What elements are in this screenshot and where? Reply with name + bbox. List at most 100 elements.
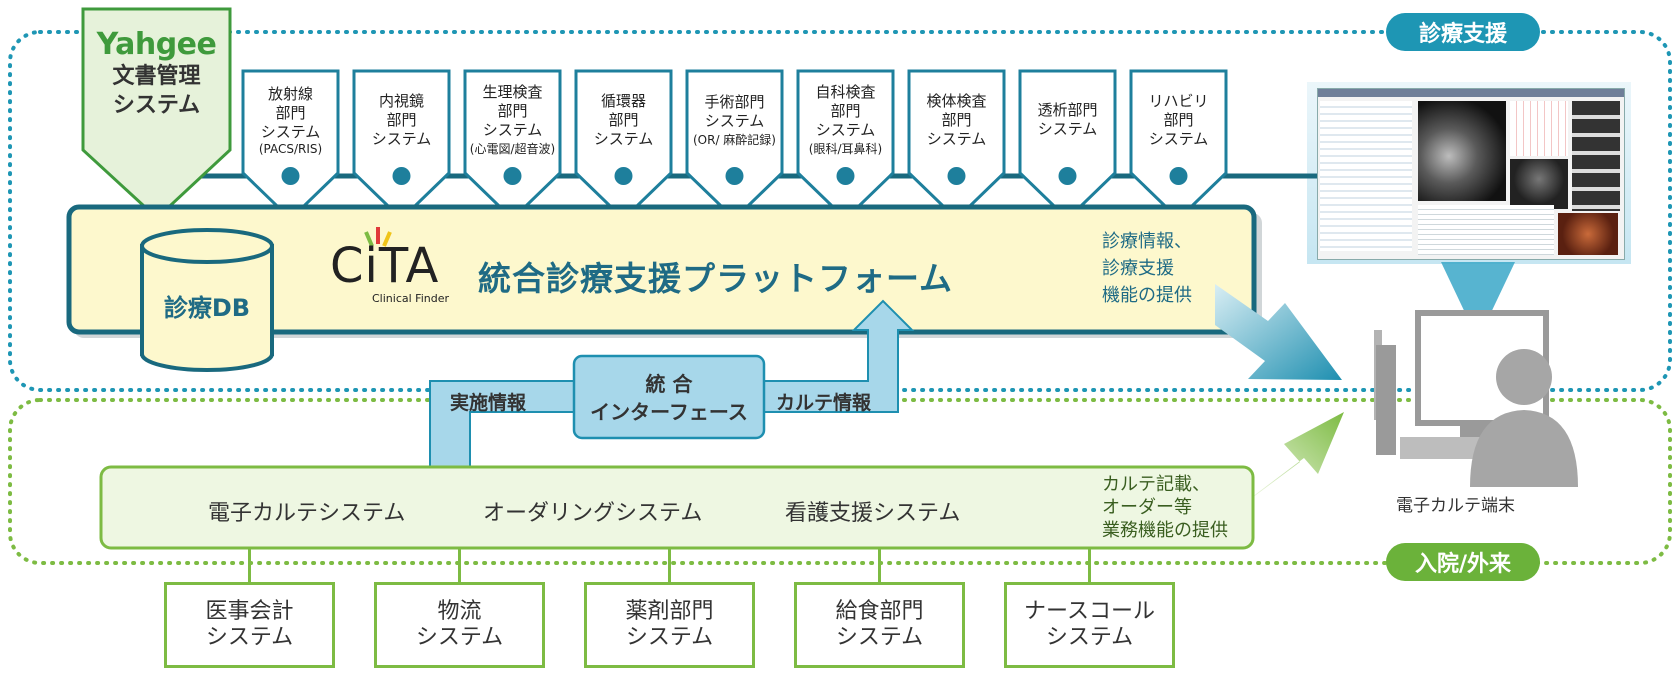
- sub-system-label-line: システム: [625, 625, 714, 650]
- department-label-line: 部門: [497, 102, 528, 120]
- department-label-line: 検体検査: [926, 91, 987, 110]
- blue-arrow-to-terminal: [1215, 284, 1342, 380]
- department-connector-dot: [281, 167, 300, 185]
- department-label-line: 放射線: [267, 84, 313, 103]
- ehr-screenshot-list: [1320, 101, 1412, 251]
- department-label-line: 循環器: [600, 91, 646, 110]
- department-pentagon: [352, 69, 451, 222]
- chart-info-label: カルテ情報: [776, 392, 872, 414]
- sub-system-label-line: システム: [835, 625, 924, 650]
- yahgee-title-line2: システム: [112, 93, 201, 118]
- sub-system-box: 給食部門システム: [794, 582, 965, 668]
- core-note-3: 業務機能の提供: [1102, 520, 1228, 541]
- support-region-label: 診療支援: [1418, 22, 1507, 47]
- department-label-sub: (PACS/RIS): [258, 141, 323, 156]
- department-label-sub: (OR/ 麻酔記録): [692, 132, 776, 147]
- yahgee-block: Yahgee 文書管理 システム: [83, 14, 230, 134]
- green-arrow-to-terminal: [1252, 412, 1344, 498]
- department-connector-dot: [1169, 167, 1188, 185]
- department-label: 生理検査部門システム(心電図/超音波): [465, 77, 560, 163]
- ehr-screenshot-endoscope: [1558, 213, 1618, 255]
- department-pentagon: [574, 69, 673, 222]
- core-note-1: カルテ記載、: [1102, 474, 1210, 495]
- department-label: 手術部門システム(OR/ 麻酔記録): [687, 77, 782, 163]
- terminal-label: 電子カルテ端末: [1396, 496, 1515, 516]
- sub-system-box: 薬剤部門システム: [584, 582, 755, 668]
- sub-system-label-line: 医事会計: [205, 599, 294, 624]
- department-label-line: システム: [815, 121, 876, 139]
- core-note-2: オーダー等: [1102, 497, 1192, 518]
- department-connector-dot: [725, 167, 744, 185]
- department-connector-dot: [392, 167, 411, 185]
- department-connector-dot: [503, 167, 522, 185]
- ehr-screenshot-thumbs: [1572, 101, 1620, 211]
- department-label: 自科検査部門システム (眼科/耳鼻科): [798, 77, 893, 163]
- department-label-line: 内視鏡: [378, 91, 424, 110]
- execution-info-label: 実施情報: [450, 392, 527, 414]
- department-label-line: 手術部門: [704, 92, 765, 111]
- ehr-screenshot: [1317, 88, 1625, 260]
- department-label-line: システム: [371, 129, 432, 148]
- ehr-screenshot-table: [1418, 205, 1554, 255]
- ehr-screenshot-titlebar: [1318, 89, 1624, 97]
- sub-system-box: ナースコールシステム: [1004, 582, 1175, 668]
- yahgee-title-line1: 文書管理: [112, 64, 201, 89]
- department-pentagon: [1018, 69, 1117, 222]
- platform-title: 統合診療支援プラットフォーム: [478, 259, 954, 298]
- department-label: 検体検査部門システム: [909, 77, 1004, 163]
- db-label: 診療DB: [163, 293, 251, 322]
- platform-bar: [66, 204, 1257, 335]
- department-label-line: リハビリ: [1148, 91, 1209, 110]
- department-label: 透析部門システム: [1020, 77, 1115, 163]
- ehr-screenshot-ecg: [1510, 101, 1568, 156]
- terminal-icon: [1374, 310, 1578, 487]
- department-label-line: 部門: [830, 102, 861, 120]
- department-label-line: システム: [1148, 129, 1209, 148]
- sub-system-label-line: 給食部門: [835, 599, 924, 624]
- department-label-line: 部門: [608, 110, 639, 129]
- cita-tick-green: [364, 231, 374, 247]
- platform-note-3: 機能の提供: [1102, 285, 1192, 306]
- interface-flow-right: [759, 299, 915, 413]
- department-label-line: システム: [926, 129, 987, 148]
- platform-note-1: 診療情報、: [1102, 231, 1192, 252]
- platform-notes: 診療情報、 診療支援 機能の提供: [1102, 228, 1242, 309]
- department-label-line: 自科検査: [815, 83, 876, 101]
- ehr-screenshot-xray: [1418, 101, 1506, 201]
- interface-label: 統 合 インターフェース: [574, 360, 764, 436]
- interface-box: [572, 354, 766, 440]
- department-label-line: 部門: [941, 110, 972, 129]
- core-system-ordering: オーダリングシステム: [483, 501, 703, 526]
- department-pentagon: [1129, 69, 1228, 222]
- platform-note-2: 診療支援: [1102, 258, 1174, 279]
- department-pentagon: [463, 69, 562, 222]
- support-region-badge: 診療支援: [1386, 13, 1540, 51]
- department-label-line: システム: [260, 122, 321, 141]
- interface-line2: インターフェース: [590, 400, 748, 424]
- department-label-line: 部門: [386, 110, 417, 129]
- core-system-ehr: 電子カルテシステム: [208, 501, 406, 526]
- department-pentagon: [796, 69, 895, 222]
- ehr-screenshot-ultrasound: [1510, 159, 1568, 209]
- sub-system-label-line: ナースコール: [1024, 599, 1155, 624]
- cita-tick-yellow: [382, 231, 392, 247]
- yahgee-pentagon: [81, 7, 232, 221]
- department-connector-dot: [1058, 167, 1077, 185]
- db-cylinder-top: [140, 228, 274, 264]
- sub-system-label-line: 薬剤部門: [625, 599, 714, 624]
- core-system-nursing: 看護支援システム: [785, 501, 961, 526]
- yahgee-logo: Yahgee: [96, 27, 217, 62]
- inpatient-region-badge: 入院/外来: [1386, 543, 1540, 581]
- department-label-line: 部門: [1163, 110, 1194, 129]
- department-label: 内視鏡部門システム: [354, 77, 449, 163]
- department-pentagon: [685, 69, 784, 222]
- cita-subtitle: Clinical Finder: [372, 292, 449, 305]
- sub-system-label-line: システム: [1045, 625, 1134, 650]
- department-label-sub: (眼科/耳鼻科): [808, 142, 883, 156]
- sub-system-box: 物流システム: [374, 582, 545, 668]
- cita-logo: CiTA: [330, 238, 440, 294]
- interface-line1: 統 合: [645, 372, 693, 396]
- sub-system-label-line: 物流: [437, 599, 482, 624]
- sub-system-box: 医事会計システム: [164, 582, 335, 668]
